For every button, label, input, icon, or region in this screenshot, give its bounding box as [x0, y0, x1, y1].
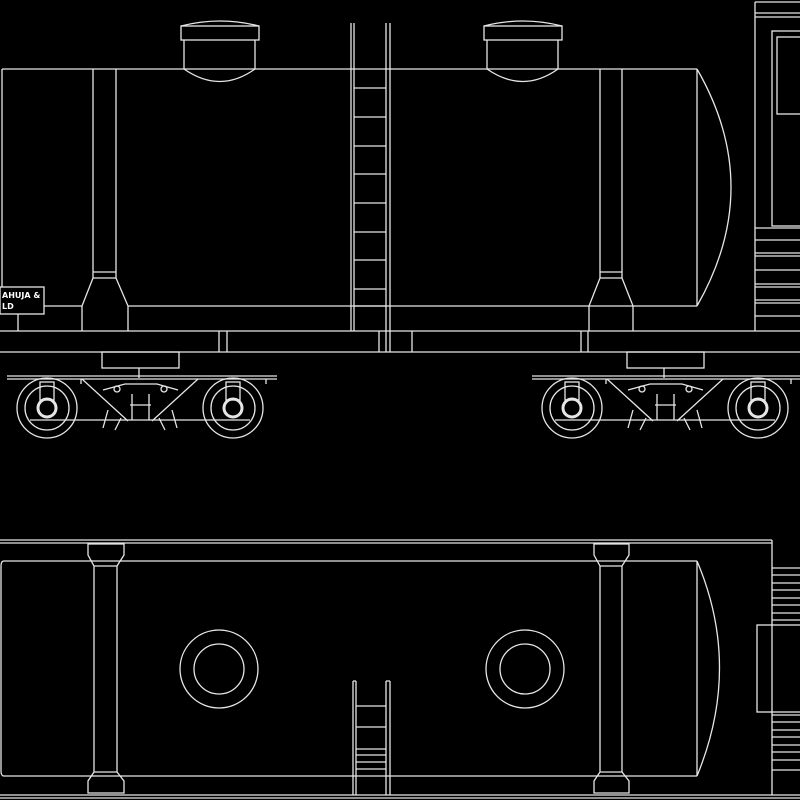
- tank-plan: [0, 560, 721, 777]
- bogie-left: [7, 351, 277, 439]
- top-view: [0, 539, 800, 799]
- end-platform-structure: [754, 1, 800, 331]
- tank-support-right: [588, 69, 634, 331]
- label-plate-line1: AHUJA &: [2, 291, 40, 300]
- bogie-right: [532, 351, 800, 439]
- dome-right: [483, 20, 563, 83]
- manhole-right: [485, 629, 565, 709]
- dome-left: [180, 20, 260, 83]
- label-plate: AHUJA & LD: [0, 286, 45, 331]
- label-plate-line2: LD: [2, 302, 14, 311]
- side-view: AHUJA & LD: [0, 1, 800, 439]
- underframe: [0, 330, 800, 353]
- tank-support-left: [44, 69, 129, 331]
- top-support-right: [593, 543, 630, 794]
- tank-shell: [1, 68, 732, 307]
- top-frame: [0, 539, 800, 799]
- side-ladder: [350, 23, 391, 352]
- manhole-left: [179, 629, 259, 709]
- top-support-left: [87, 543, 125, 794]
- top-end-platform: [756, 567, 800, 771]
- top-ladder: [352, 680, 391, 795]
